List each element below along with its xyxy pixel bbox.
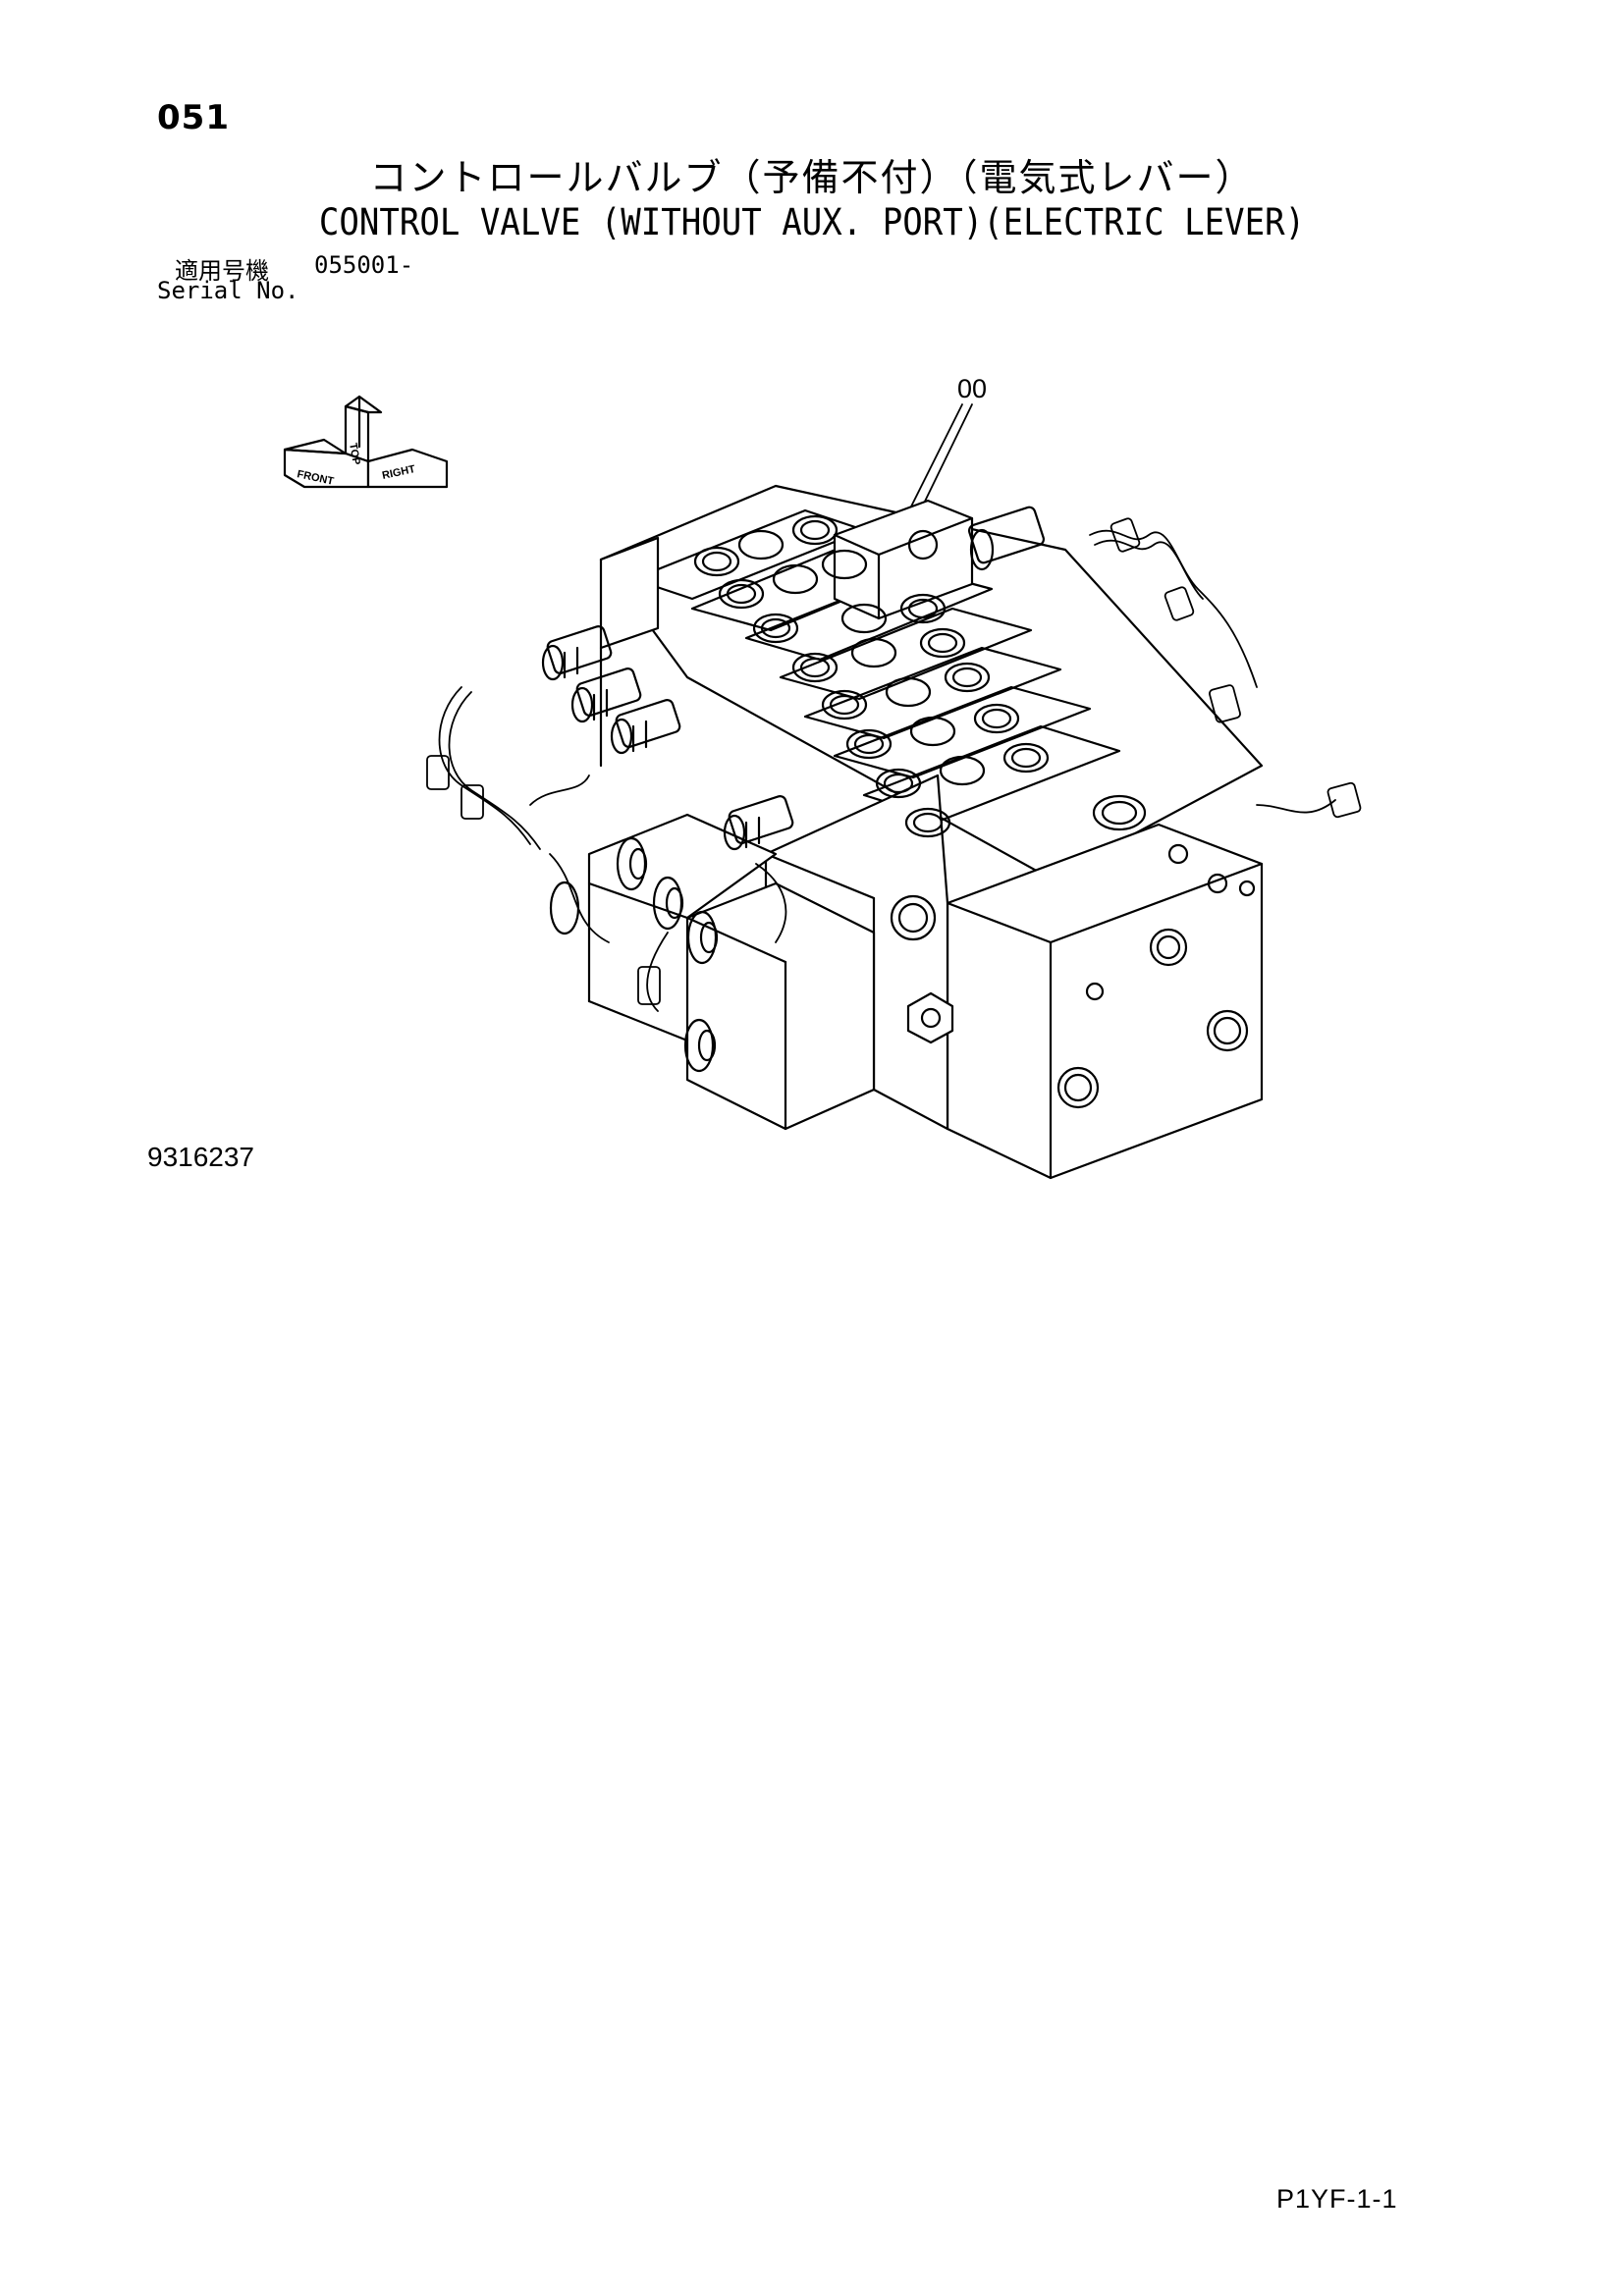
callout-label: 00 (957, 374, 987, 403)
orientation-arrows-icon: FRONT RIGHT TOP (283, 395, 449, 489)
serial-label-english: Serial No. (157, 277, 299, 304)
valve-ports (693, 514, 1228, 894)
drawing-number: 9316237 (147, 1142, 255, 1172)
page-code: P1YF-1-1 (1276, 2184, 1398, 2214)
title-japanese: コントロールバルブ（予備不付）（電気式レバー） (369, 156, 1255, 199)
page-number: 051 (157, 98, 230, 137)
title-english: CONTROL VALVE (WITHOUT AUX. PORT)(ELECTR… (318, 201, 1306, 243)
serial-number-value: 055001- (314, 251, 414, 279)
wire-harness (426, 517, 1362, 1012)
valve-body (587, 484, 1264, 1180)
solenoid-valves (541, 506, 1046, 1044)
orientation-top-label: TOP (347, 442, 362, 465)
spool-caps (549, 836, 719, 1073)
control-valve-drawing: FRONT RIGHT TOP 00 (283, 374, 1362, 1180)
callout-leader-line (917, 403, 973, 516)
serial-label-japanese: 適用号機 (175, 257, 269, 285)
